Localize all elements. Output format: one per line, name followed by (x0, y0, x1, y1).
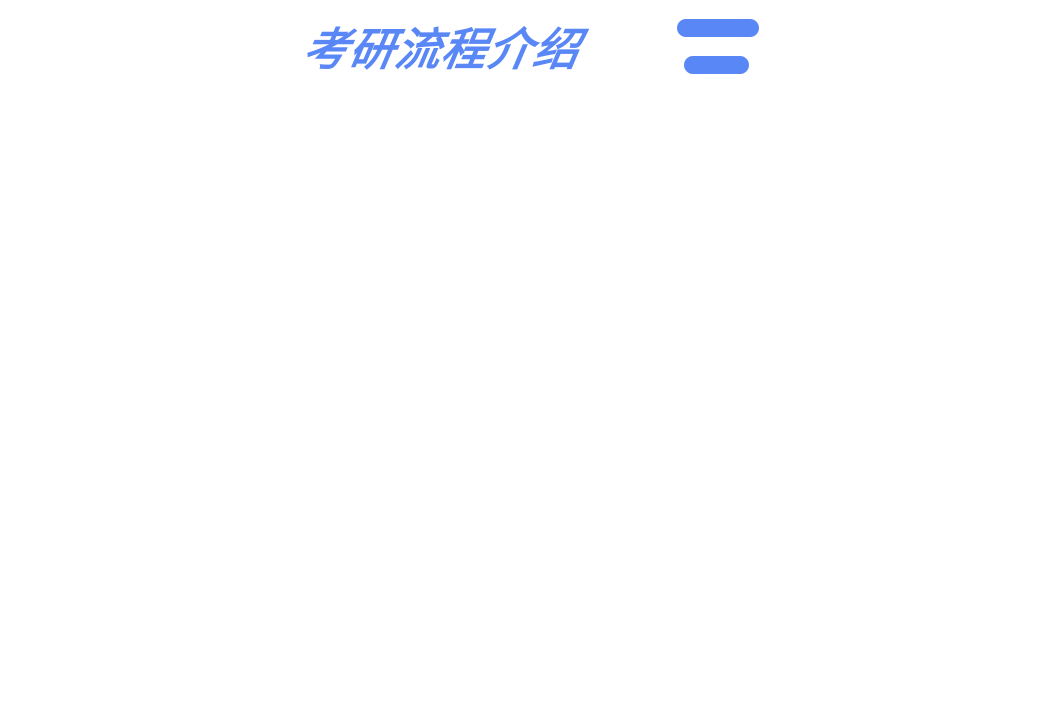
content-area (0, 100, 1055, 704)
hamburger-menu-icon[interactable] (676, 18, 760, 76)
page-title: 考研流程介绍 (299, 23, 585, 76)
header: 考研流程介绍 (0, 0, 1055, 100)
menu-bar-top (677, 19, 759, 37)
menu-bar-bottom (684, 56, 749, 74)
